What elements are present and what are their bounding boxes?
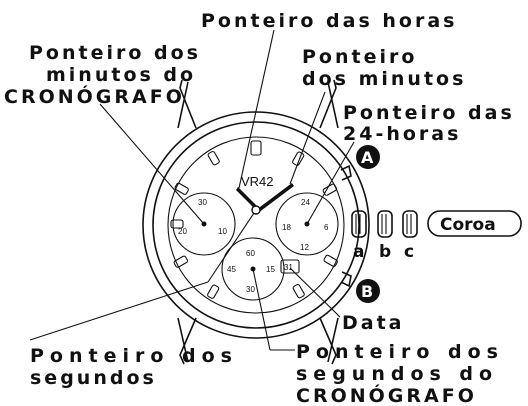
svg-text:60: 60	[246, 249, 255, 258]
svg-text:10: 10	[218, 227, 227, 236]
watch-dial-edge	[167, 136, 345, 314]
watch-hands	[207, 183, 294, 283]
svg-text:15: 15	[266, 265, 275, 274]
label-minute-hand-2: dos minutos	[302, 68, 466, 90]
label-minute-hand-1: Ponteiro	[302, 46, 417, 68]
label-chrono-seconds-2: segundos do	[296, 363, 498, 385]
svg-text:18: 18	[282, 223, 291, 232]
minute-hand	[256, 183, 294, 213]
label-seconds-2: segundos	[30, 367, 157, 389]
svg-text:24: 24	[301, 198, 310, 207]
label-24h-hand-2: 24-horas	[343, 123, 461, 145]
svg-text:B: B	[361, 282, 373, 301]
svg-text:6: 6	[324, 223, 329, 232]
label-chrono-minute-2: minutos do	[46, 64, 196, 86]
label-24h-hand-1: Ponteiro das	[343, 102, 515, 124]
label-chrono-minute-3: CRONÓGRAFO	[4, 84, 185, 108]
label-chrono-minute-1: Ponteiro dos	[29, 42, 201, 64]
crown-pos-b: b	[379, 242, 391, 262]
bottom-subdial: 60 45 15 30	[221, 237, 285, 301]
brand-label: VR42	[241, 174, 274, 189]
label-date: Data	[342, 312, 405, 334]
crown-pos-a: a	[353, 242, 364, 262]
crown-pos-c: c	[404, 242, 414, 262]
right-subdial: 24 18 6 12	[275, 192, 339, 256]
hour-hand	[236, 187, 258, 210]
svg-text:12: 12	[300, 243, 309, 252]
svg-text:20: 20	[178, 227, 187, 236]
label-chrono-seconds-3: CRONÓGRAFO	[296, 383, 477, 406]
label-seconds-1: Ponteiro dos	[30, 345, 238, 367]
leader-lines	[29, 29, 355, 351]
svg-text:A: A	[361, 148, 374, 167]
label-chrono-seconds-1: Ponteiro dos	[296, 341, 504, 363]
svg-text:31: 31	[284, 263, 293, 272]
crown-positions	[351, 210, 418, 238]
button-b-marker: B	[356, 279, 380, 303]
watch-bezel	[152, 121, 360, 329]
date-window: 31	[280, 259, 300, 274]
svg-text:45: 45	[227, 265, 236, 274]
crown-label-box: Coroa	[427, 210, 522, 237]
watch-lugs	[177, 79, 339, 365]
pushers	[340, 164, 352, 288]
svg-text:30: 30	[246, 285, 255, 294]
label-hour-hand: Ponteiro das horas	[201, 10, 457, 32]
button-a-marker: A	[356, 145, 380, 169]
svg-text:30: 30	[198, 198, 207, 207]
seconds-hand	[207, 209, 257, 283]
svg-text:Coroa: Coroa	[440, 215, 496, 235]
watch-case	[142, 111, 370, 339]
